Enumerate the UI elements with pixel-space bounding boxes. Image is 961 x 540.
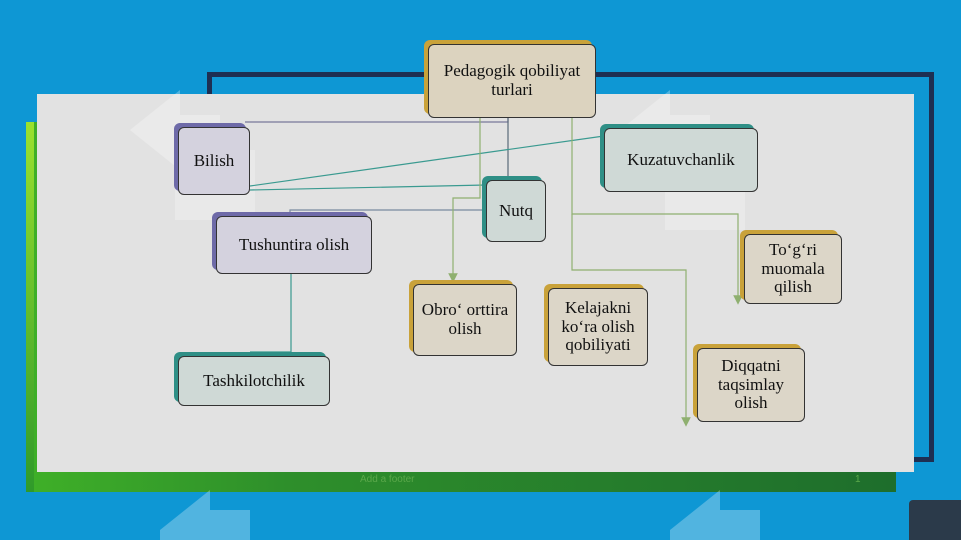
node-bilish: Bilish [178, 127, 250, 195]
connector-bilish-kuzatuvchanlik [249, 135, 605, 187]
node-nutq-label: Nutq [499, 200, 533, 220]
node-kelajakni-label: Kelajakni ko‘ra olish qobiliyati [561, 297, 635, 355]
node-togri: To‘g‘ri muomala qilish [744, 234, 842, 304]
connector-root-obro [448, 118, 481, 283]
connector-root-diqqatni [571, 214, 691, 427]
node-kelajakni: Kelajakni ko‘ra olish qobiliyati [548, 288, 648, 366]
connector-root-bilish [245, 118, 509, 123]
slide-page-number: 1 [855, 474, 861, 485]
node-togri-label: To‘g‘ri muomala qilish [761, 239, 825, 297]
node-bilish-label: Bilish [193, 150, 235, 170]
connector-nutq-tushuntira [289, 209, 486, 216]
node-diqqatni: Diqqatni taqsimlay olish [697, 348, 805, 422]
node-tushuntira-label: Tushuntira olish [238, 234, 350, 254]
corner-box [909, 500, 961, 540]
node-tushuntira: Tushuntira olish [216, 216, 372, 274]
connector-bilish-nutq [249, 184, 487, 191]
node-obro-label: Obro‘ orttira olish [421, 300, 509, 338]
node-kuzatuvchanlik-label: Kuzatuvchanlik [627, 149, 735, 169]
node-tashkilotchilik: Tashkilotchilik [178, 356, 330, 406]
node-tashkilotchilik-label: Tashkilotchilik [203, 370, 305, 390]
node-kuzatuvchanlik: Kuzatuvchanlik [604, 128, 758, 192]
node-nutq: Nutq [486, 180, 546, 242]
slide-footer: Add a footer [360, 474, 415, 485]
connector-tushuntira-tashkilotchilik [250, 274, 292, 353]
connector-root-togri [571, 118, 743, 305]
root-node-label: Pedagogik qobiliyat turlari [443, 61, 581, 99]
root-node: Pedagogik qobiliyat turlari [428, 44, 596, 118]
node-obro: Obro‘ orttira olish [413, 284, 517, 356]
node-diqqatni-label: Diqqatni taqsimlay olish [717, 355, 785, 413]
